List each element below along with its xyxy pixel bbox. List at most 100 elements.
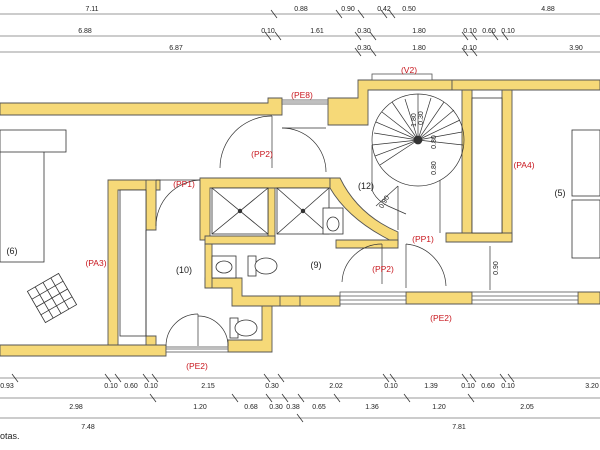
dim-label: 0.93 <box>0 383 14 390</box>
room-label: (10) <box>176 265 192 275</box>
window-pe2-left <box>165 346 229 353</box>
window-south-east <box>471 291 579 305</box>
south-wall <box>299 295 341 307</box>
curved-wall <box>335 239 399 249</box>
dim-label: 3.90 <box>569 45 583 52</box>
bottom-dimension-lines <box>0 373 600 423</box>
dim-label: 0.30 <box>418 111 425 125</box>
north-wall <box>0 97 283 116</box>
dim-label: 1.80 <box>412 45 426 52</box>
windows <box>165 73 579 353</box>
dim-label: 0.65 <box>312 404 326 411</box>
dim-label: 1.39 <box>424 383 438 390</box>
dim-label: 1.80 <box>411 113 418 127</box>
window-pe2-right <box>339 291 407 305</box>
dim-label: 3.20 <box>585 383 599 390</box>
code-label: (PA4) <box>513 160 534 170</box>
stair-south-wall <box>445 232 513 243</box>
bottom-dimension-labels: 0.93 0.10 0.60 0.10 2.15 0.30 2.02 0.10 … <box>0 383 599 431</box>
door-swing <box>219 115 273 169</box>
code-label: (PP1) <box>412 234 434 244</box>
dim-label: 0.30 <box>265 383 279 390</box>
dim-label: 7.11 <box>85 6 98 13</box>
room5-west-wall <box>501 89 513 243</box>
dim-label: 0.10 <box>461 383 475 390</box>
stair-east-wall <box>461 89 473 243</box>
code-label: (PE2) <box>430 313 452 323</box>
dim-label: 0.42 <box>377 6 391 13</box>
room-label: (5) <box>555 188 566 198</box>
dim-label: 0.30 <box>357 28 371 35</box>
room10-wall <box>204 243 213 289</box>
dim-label: 2.15 <box>201 383 215 390</box>
code-label: (PP2) <box>251 149 273 159</box>
dim-label: 0.10 <box>261 28 275 35</box>
dim-label: 0.10 <box>104 383 118 390</box>
dim-label: 0.10 <box>384 383 398 390</box>
dim-label: 4.88 <box>541 6 555 13</box>
wardrobe-pa3-wall <box>145 179 157 231</box>
dim-label: 0.90 <box>378 195 391 210</box>
dim-label: 0.68 <box>244 404 258 411</box>
dim-label: 0.30 <box>357 45 371 52</box>
dim-label: 0.10 <box>501 28 515 35</box>
window-v2 <box>371 73 433 81</box>
dim-label: 0.60 <box>482 28 496 35</box>
room-label: (12) <box>358 181 374 191</box>
dim-label: 6.87 <box>169 45 183 52</box>
bathroom-wall <box>267 187 276 241</box>
code-label: (PP1) <box>173 179 195 189</box>
code-label: (PE8) <box>291 90 313 100</box>
code-label: (PP2) <box>372 264 394 274</box>
north-wall <box>451 79 600 91</box>
code-label: (PA3) <box>85 258 106 268</box>
dim-label: 0.88 <box>294 6 308 13</box>
dim-label: 0.90 <box>341 6 355 13</box>
bed <box>571 199 600 259</box>
wardrobe-pa3 <box>119 189 147 337</box>
room-label: (9) <box>311 260 322 270</box>
dim-label: 0.60 <box>124 383 138 390</box>
dim-label: 0.80 <box>431 135 438 149</box>
dim-label: 0.50 <box>402 6 416 13</box>
door-swing <box>155 179 201 227</box>
wardrobe-pa4 <box>471 97 503 234</box>
dim-label: 0.10 <box>144 383 158 390</box>
door-swing <box>281 127 327 173</box>
bed <box>571 129 600 197</box>
walls <box>0 79 600 357</box>
room-label: (6) <box>7 246 18 256</box>
dim-label: 7.81 <box>452 424 466 431</box>
door-swing <box>165 313 199 347</box>
bathroom-wall <box>204 235 276 245</box>
door-swings <box>155 115 491 347</box>
element-codes: (PE8) (V2) (PP2) (PP1) (PA3) (PE2) (PA4)… <box>85 65 534 371</box>
south-wall <box>405 291 473 305</box>
dim-label: 1.80 <box>412 28 426 35</box>
chair <box>26 272 78 324</box>
dim-label: 0.90 <box>493 261 500 275</box>
bedside-table <box>0 129 67 153</box>
dim-label: 6.88 <box>78 28 92 35</box>
note-text: otas. <box>0 431 20 441</box>
dim-label: 2.98 <box>69 404 83 411</box>
dim-label: 0.30 <box>269 404 283 411</box>
code-label: (V2) <box>401 65 417 75</box>
door-swing <box>405 243 447 287</box>
spiral-stair <box>371 93 465 233</box>
door-swing <box>341 243 383 283</box>
room-labels: (6) (10) (9) (12) (5) <box>7 181 566 275</box>
dim-label: 1.61 <box>310 28 324 35</box>
dim-label: 0.38 <box>286 404 300 411</box>
dim-label: 0.80 <box>431 161 438 175</box>
dim-label: 0.60 <box>481 383 495 390</box>
top-dimension-labels: 7.11 0.88 0.90 0.42 0.50 4.88 6.88 0.10 … <box>78 6 583 52</box>
dim-label: 2.02 <box>329 383 343 390</box>
door-swing <box>197 315 229 347</box>
dim-label: 7.48 <box>81 424 95 431</box>
furniture <box>0 97 600 339</box>
curved-wall <box>329 177 399 245</box>
dim-label: 0.10 <box>463 28 477 35</box>
dim-label: 2.05 <box>520 404 534 411</box>
